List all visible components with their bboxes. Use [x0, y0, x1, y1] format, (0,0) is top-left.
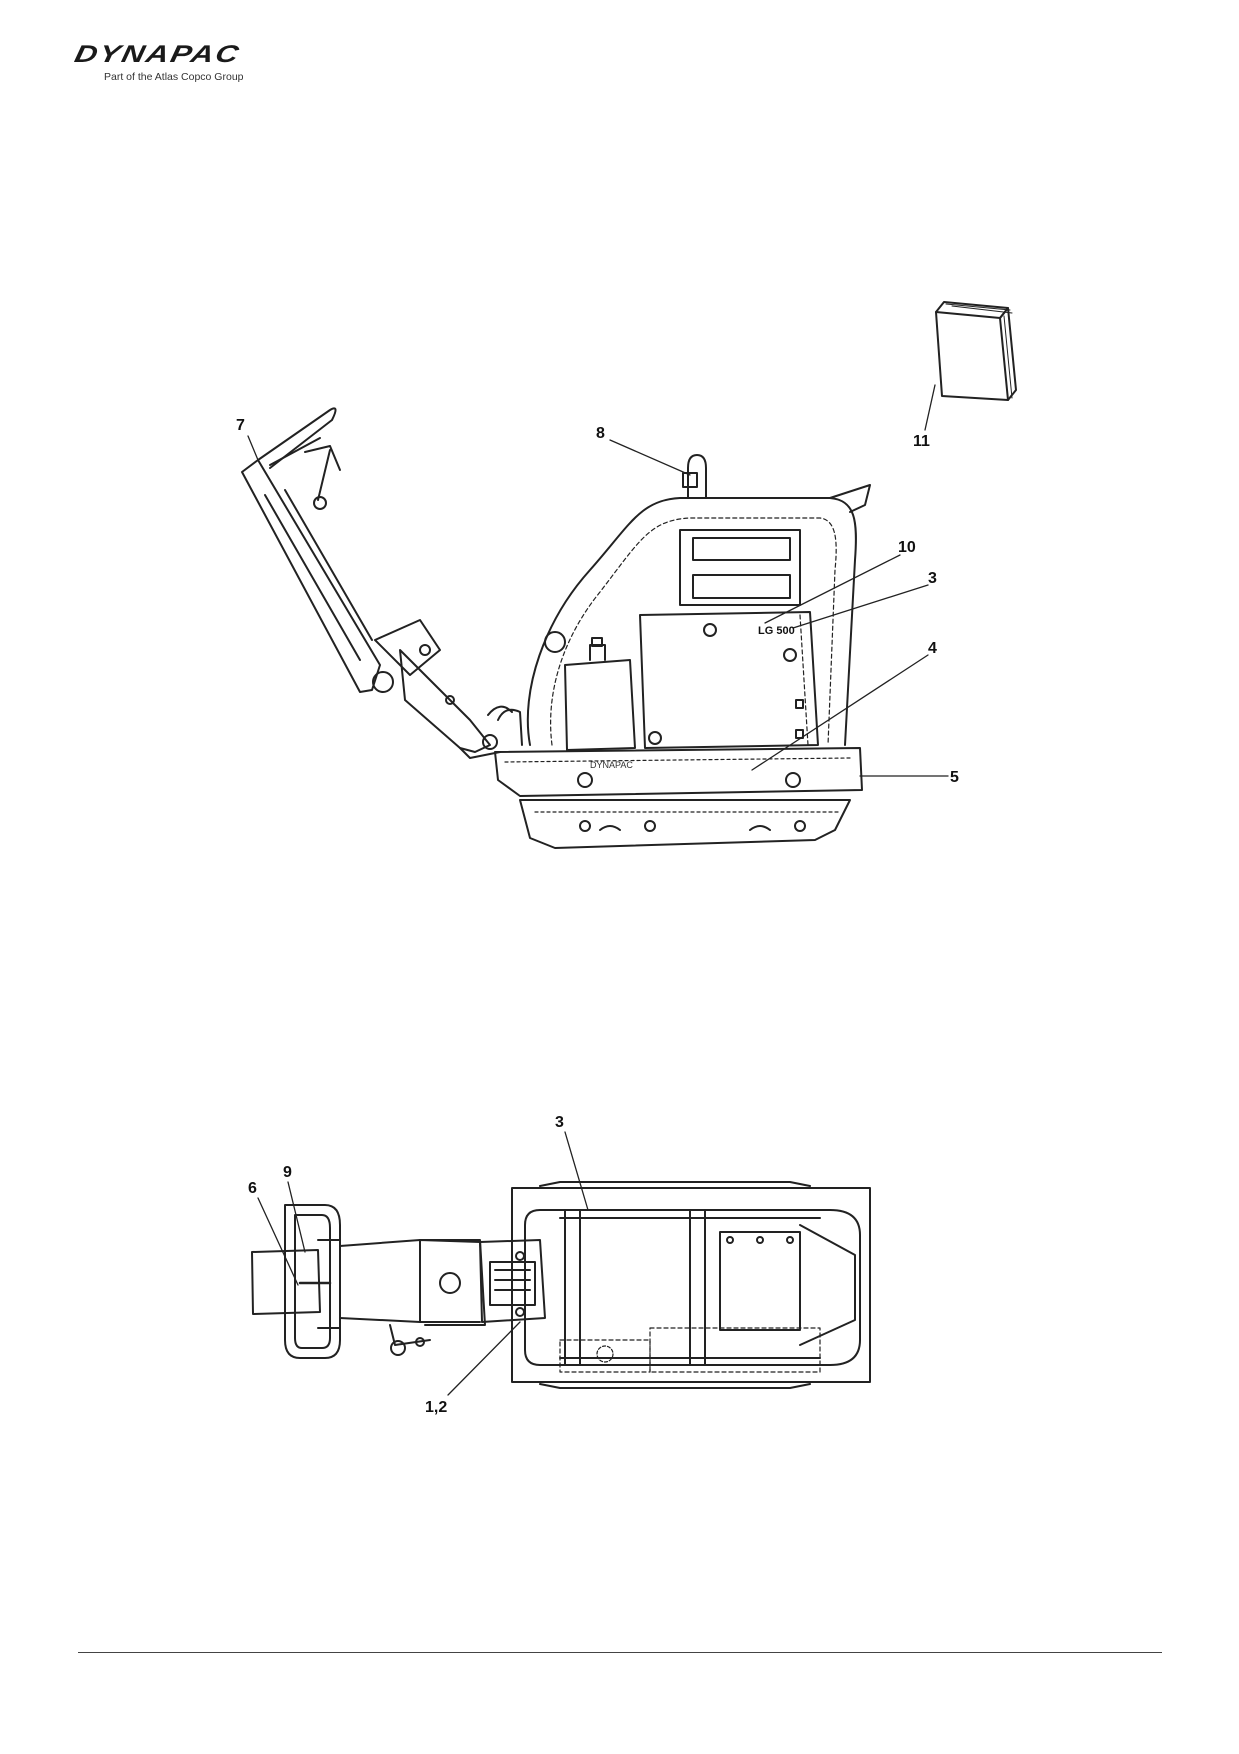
callout-1-2: 1,2 [425, 1399, 447, 1416]
callout-11: 11 [913, 433, 930, 450]
callout-3-side: 3 [928, 570, 937, 587]
side-view-machine [241, 407, 871, 849]
base-brand-mark: DYNAPAC [590, 760, 633, 770]
callout-7: 7 [236, 417, 245, 434]
dynapac-logo: DYNAPAC Part of the Atlas Copco Group [72, 40, 298, 88]
side-view-leaders [247, 384, 949, 777]
callout-4: 4 [928, 640, 937, 657]
top-view-machine [251, 1181, 871, 1389]
callout-10: 10 [898, 539, 916, 556]
brand-tagline: Part of the Atlas Copco Group [104, 71, 244, 83]
callout-9: 9 [283, 1164, 292, 1181]
callout-3-top: 3 [555, 1114, 564, 1131]
top-view-leaders [257, 1131, 589, 1396]
callout-5: 5 [950, 769, 959, 786]
callout-8: 8 [596, 425, 605, 442]
manual-book-icon [935, 301, 1017, 401]
callout-6: 6 [248, 1180, 257, 1197]
footer-rule [78, 1652, 1162, 1653]
model-plate-label: LG 500 [758, 625, 795, 637]
